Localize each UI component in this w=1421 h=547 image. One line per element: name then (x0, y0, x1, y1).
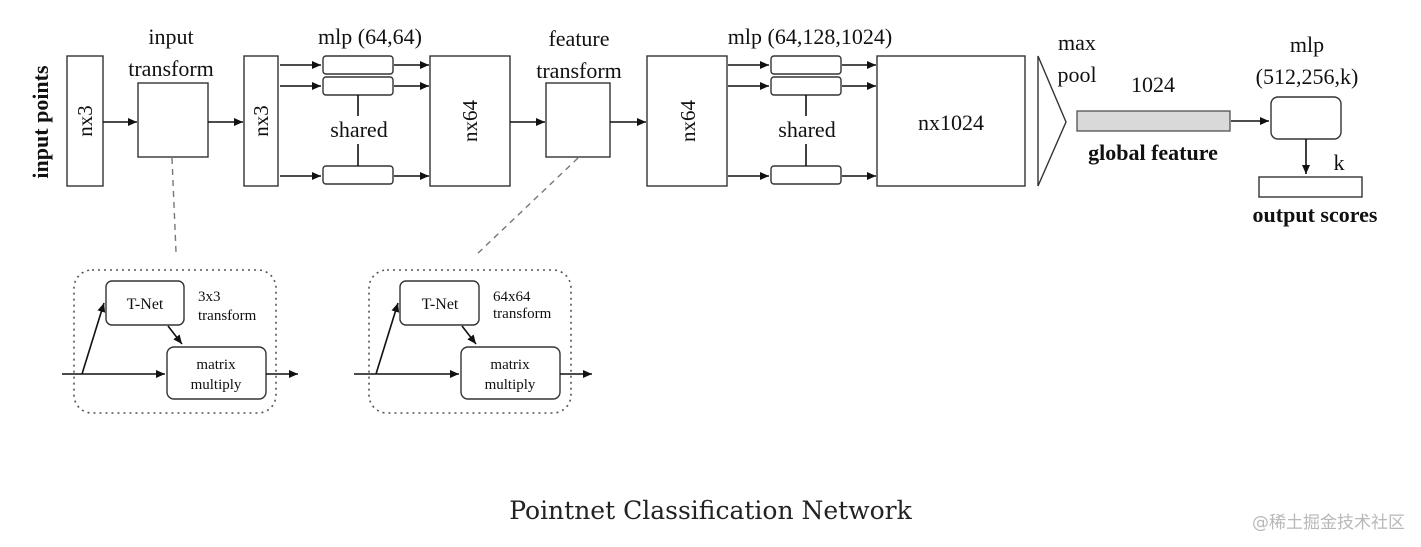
tnet-label-64x64: T-Net (422, 296, 459, 313)
global-feature-dim-label: 1024 (1131, 72, 1175, 97)
transformed-nx3-box (243, 55, 279, 187)
input-nx3-label: nx3 (73, 105, 97, 137)
nx1024-label: nx1024 (918, 110, 984, 135)
tnet-transform-size-64x64: 64x64 (493, 289, 531, 305)
matrix-multiply-box-64x64 (460, 346, 561, 400)
nx64-label-b: nx64 (676, 100, 700, 143)
mlp2-shared-box-mid (770, 76, 842, 96)
tnet-box-64x64 (399, 280, 480, 326)
k-label: k (1334, 150, 1345, 175)
mlp1-shared-box-top (322, 55, 394, 75)
tnet-box-3x3 (105, 280, 185, 326)
input-nx3-box (66, 55, 104, 187)
feature-transform-label-1: feature (548, 26, 609, 51)
output-scores-bar (1258, 176, 1363, 198)
input-transform-label-1: input (148, 24, 193, 49)
mlp3-label-2: (512,256,k) (1256, 64, 1359, 89)
tnet-detail-64x64: T-Net 64x64 transform matrix multiply (354, 269, 592, 414)
transformed-nx3-label: nx3 (249, 105, 273, 137)
pool-label: pool (1057, 62, 1096, 87)
nx64-box-a (429, 55, 511, 187)
nx64-box-b (646, 55, 728, 187)
tnet-transform-size-3x3: 3x3 (198, 289, 221, 305)
input-transform-label-2: transform (128, 56, 214, 81)
tnet-transform-word-3x3: transform (198, 308, 257, 324)
matrix-label-3x3: matrix (196, 357, 236, 373)
matrix-multiply-box-3x3 (166, 346, 267, 400)
mlp1-shared-box-mid (322, 76, 394, 96)
nx1024-box (876, 55, 1026, 187)
mlp2-label: mlp (64,128,1024) (728, 24, 892, 49)
max-pool-shape (1037, 55, 1067, 187)
input-points-label: input points (28, 65, 53, 179)
multiply-label-3x3: multiply (191, 377, 242, 393)
mlp2-shared-box-top (770, 55, 842, 75)
global-feature-label: global feature (1088, 140, 1218, 165)
mlp3-box (1270, 96, 1342, 140)
input-transform-box (137, 82, 209, 158)
figure-caption: Pointnet Classification Network (509, 496, 912, 525)
tnet-detail-3x3: T-Net 3x3 transform matrix multiply (62, 269, 298, 414)
tnet-transform-word-64x64: transform (493, 306, 552, 322)
mlp3-label-1: mlp (1290, 32, 1324, 57)
mlp2-shared-label: shared (778, 117, 835, 142)
watermark: @稀土掘金技术社区 (1252, 513, 1405, 533)
nx64-label-a: nx64 (458, 100, 482, 143)
mlp2-shared-box-bottom (770, 165, 842, 185)
output-scores-label: output scores (1253, 202, 1378, 227)
feature-transform-label-2: transform (536, 58, 622, 83)
feature-transform-box (545, 82, 611, 158)
connector-input-transform (171, 157, 177, 253)
multiply-label-64x64: multiply (485, 377, 536, 393)
mlp1-shared-box-bottom (322, 165, 394, 185)
max-label: max (1058, 30, 1096, 55)
global-feature-bar (1076, 110, 1231, 132)
mlp1-shared-label: shared (330, 117, 387, 142)
matrix-label-64x64: matrix (490, 357, 530, 373)
tnet-label-3x3: T-Net (127, 296, 164, 313)
mlp1-label: mlp (64,64) (318, 24, 422, 49)
connector-feature-transform (475, 157, 579, 256)
